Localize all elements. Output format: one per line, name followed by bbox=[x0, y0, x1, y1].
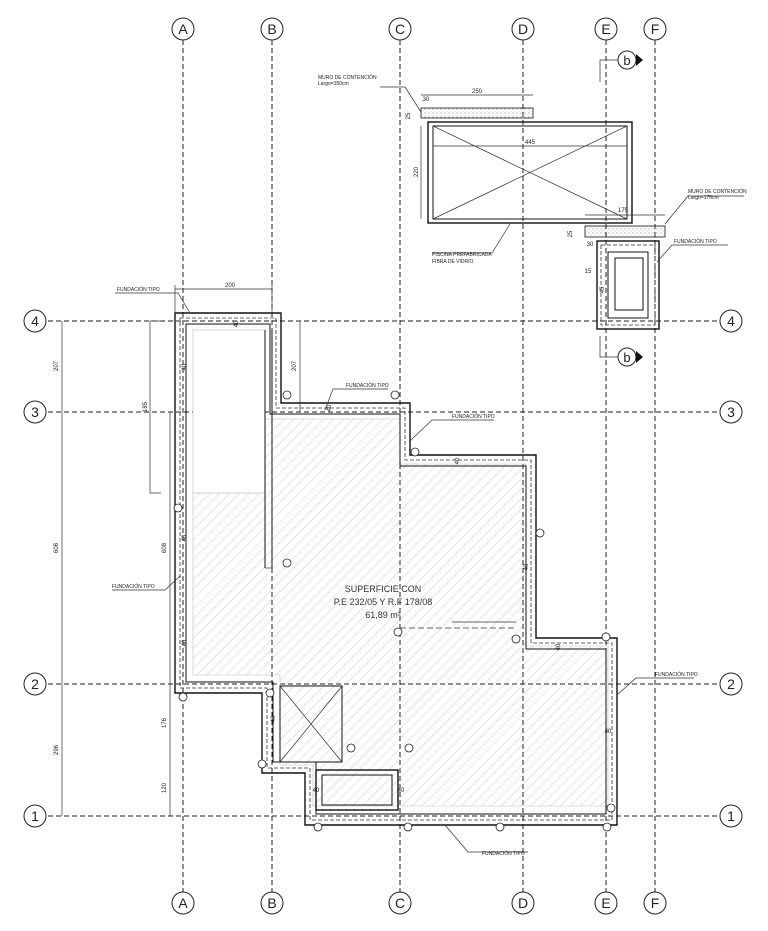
section-marker-bottom: b bbox=[599, 336, 643, 367]
label-fund-mid-a: FUNDACIÓN TIPO bbox=[346, 382, 389, 389]
col-label-f-bottom: F bbox=[651, 895, 660, 911]
row-label-4-right: 4 bbox=[727, 313, 735, 329]
label-fund-bottom: FUNDACIÓN TIPO bbox=[482, 850, 525, 857]
dim-v-176: 176 bbox=[162, 717, 168, 728]
small-footing: 175 25 30 15 45 MURO DE CONTENCIÓN Largo… bbox=[568, 188, 747, 330]
row-label-1-right: 1 bbox=[727, 808, 735, 824]
col-label-b-bottom: B bbox=[267, 895, 276, 911]
retaining-wall-small bbox=[584, 225, 666, 238]
section-label-bottom: b bbox=[623, 350, 630, 365]
dim-small-175: 175 bbox=[618, 208, 629, 214]
dim-v-296: 296 bbox=[54, 744, 60, 755]
col-label-f-top: F bbox=[651, 21, 660, 37]
row-label-4-left: 4 bbox=[31, 313, 39, 329]
label-muro-pool-2: Largo=350cm bbox=[318, 81, 349, 87]
retaining-wall-pool bbox=[420, 107, 534, 119]
dim-wall-40c: 40 bbox=[182, 534, 188, 541]
label-fund-small: FUNDACIÓN TIPO bbox=[674, 238, 717, 245]
col-label-b-top: B bbox=[267, 21, 276, 37]
label-muro-small-1: MURO DE CONTENCIÓN bbox=[688, 188, 747, 195]
label-fund-mid-b: FUNDACIÓN TIPO bbox=[452, 413, 495, 420]
dim-v-207-left: 207 bbox=[54, 360, 60, 371]
center-text-line1: SUPERFICIE CON bbox=[345, 584, 422, 594]
dim-v-120: 120 bbox=[162, 782, 168, 793]
dim-wall-40g: 40 bbox=[524, 563, 530, 570]
dim-wall-40i: 40 bbox=[605, 729, 612, 735]
column-bubbles-top: A B C D E F bbox=[171, 17, 667, 41]
label-piscina-2: FIBRA DE VIDRIO bbox=[432, 259, 474, 265]
dim-wall-40l: 40 bbox=[398, 788, 405, 794]
dim-wall-40f: 40 bbox=[455, 457, 461, 464]
dim-wall-40a: 40 bbox=[234, 320, 240, 327]
label-muro-small-2: Largo=175cm bbox=[688, 195, 719, 201]
label-fund-left-top: FUNDACIÓN TIPO bbox=[117, 286, 160, 293]
col-label-a-bottom: A bbox=[178, 895, 188, 911]
col-label-a-top: A bbox=[178, 21, 188, 37]
dim-v-185: 185 bbox=[143, 401, 149, 412]
dim-wall-40h: 40 bbox=[556, 643, 562, 650]
dim-pool-30: 30 bbox=[423, 97, 430, 103]
row-label-2-right: 2 bbox=[727, 676, 735, 692]
dim-small-30: 30 bbox=[587, 242, 594, 248]
col-label-d-bottom: D bbox=[518, 895, 528, 911]
col-label-d-top: D bbox=[518, 21, 528, 37]
dim-small-45: 45 bbox=[600, 286, 606, 293]
col-label-e-top: E bbox=[601, 21, 610, 37]
row-label-1-left: 1 bbox=[31, 808, 39, 824]
dim-wall-40d: 40 bbox=[182, 639, 188, 646]
row-label-3-right: 3 bbox=[727, 404, 735, 420]
dim-small-25: 25 bbox=[568, 230, 574, 237]
dim-v-608-outer: 608 bbox=[54, 542, 60, 553]
col-label-e-bottom: E bbox=[601, 895, 610, 911]
row-bubbles-left: 4 3 2 1 bbox=[23, 309, 47, 828]
column-bubbles-bottom: A B C D E F bbox=[171, 891, 667, 915]
label-muro-pool-1: MURO DE CONTENCIÓN bbox=[318, 74, 377, 81]
dim-small-15: 15 bbox=[585, 269, 592, 275]
section-marker-top: b bbox=[599, 50, 643, 82]
dim-wall-40k: 40 bbox=[313, 788, 320, 794]
center-text-line3: 61,89 m² bbox=[365, 610, 401, 620]
col-label-c-bottom: C bbox=[395, 895, 405, 911]
dimension-lines: 200 207 608 296 185 608 176 120 207 bbox=[54, 283, 301, 816]
dim-v-207-right: 207 bbox=[292, 360, 298, 371]
row-bubbles-right: 4 3 2 1 bbox=[719, 309, 743, 828]
foundation-labels: FUNDACIÓN TIPO FUNDACIÓN TIPO FUNDACIÓN … bbox=[112, 286, 698, 857]
col-label-c-top: C bbox=[395, 21, 405, 37]
center-text-line2: P.E 232/05 Y R.F 178/08 bbox=[334, 597, 433, 607]
dim-pool-250: 250 bbox=[472, 89, 483, 95]
dim-pool-445: 445 bbox=[525, 140, 536, 146]
label-piscina-1: PISCINA PREFABRICADA bbox=[432, 252, 492, 258]
row-label-3-left: 3 bbox=[31, 404, 39, 420]
pool: 445 250 30 25 220 MURO DE CONTENCIÓN Lar… bbox=[318, 74, 633, 265]
label-fund-left: FUNDACIÓN TIPO bbox=[112, 583, 155, 590]
label-fund-right: FUNDACIÓN TIPO bbox=[655, 671, 698, 678]
dim-wall-40e: 40 bbox=[327, 404, 333, 411]
main-foundation: 40 40 40 40 40 40 40 40 40 40 40 40 SUPE… bbox=[173, 312, 618, 832]
row-label-2-left: 2 bbox=[31, 676, 39, 692]
dim-wall-40j: 40 bbox=[271, 715, 277, 722]
dim-pool-25: 25 bbox=[406, 112, 412, 119]
dim-pool-220: 220 bbox=[414, 166, 420, 177]
dim-v-608-inner: 608 bbox=[162, 542, 168, 553]
dim-wall-40b: 40 bbox=[182, 363, 188, 370]
dim-top-200: 200 bbox=[225, 283, 236, 289]
section-label-top: b bbox=[623, 53, 630, 68]
